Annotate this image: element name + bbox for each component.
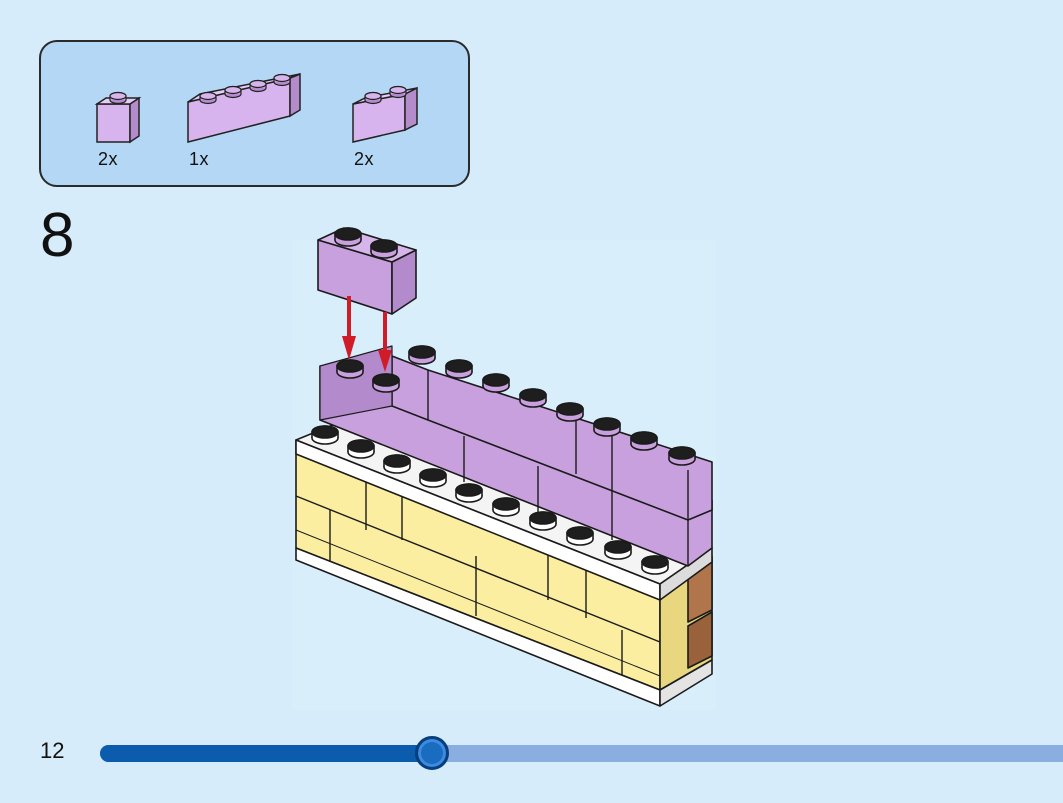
purple-brick-1x2-icon bbox=[352, 85, 418, 143]
part-quantity: 2x bbox=[354, 149, 375, 169]
arrow-down-icon bbox=[383, 312, 387, 354]
page-number: 12 bbox=[40, 738, 65, 763]
part-quantity: 2x bbox=[98, 149, 119, 169]
new-purple-brick-1x2 bbox=[317, 227, 417, 315]
parts-callout-panel: 2x 1x bbox=[39, 40, 470, 187]
arrow-down-icon bbox=[347, 296, 351, 338]
purple-brick-1x4-icon bbox=[187, 72, 301, 143]
progress-bar-fill bbox=[100, 745, 432, 762]
white-studs bbox=[311, 425, 669, 575]
progress-knob-icon bbox=[415, 736, 449, 770]
purple-brick-wall bbox=[319, 345, 713, 567]
placement-arrows bbox=[342, 296, 392, 372]
white-plate-row bbox=[295, 421, 713, 601]
purple-brick-1x1-icon bbox=[94, 91, 142, 144]
part-quantity: 1x bbox=[189, 149, 210, 169]
progress-bar bbox=[100, 736, 1063, 770]
brown-edge-brick bbox=[687, 611, 713, 669]
purple-studs bbox=[336, 345, 696, 466]
step-number: 8 bbox=[40, 201, 75, 270]
